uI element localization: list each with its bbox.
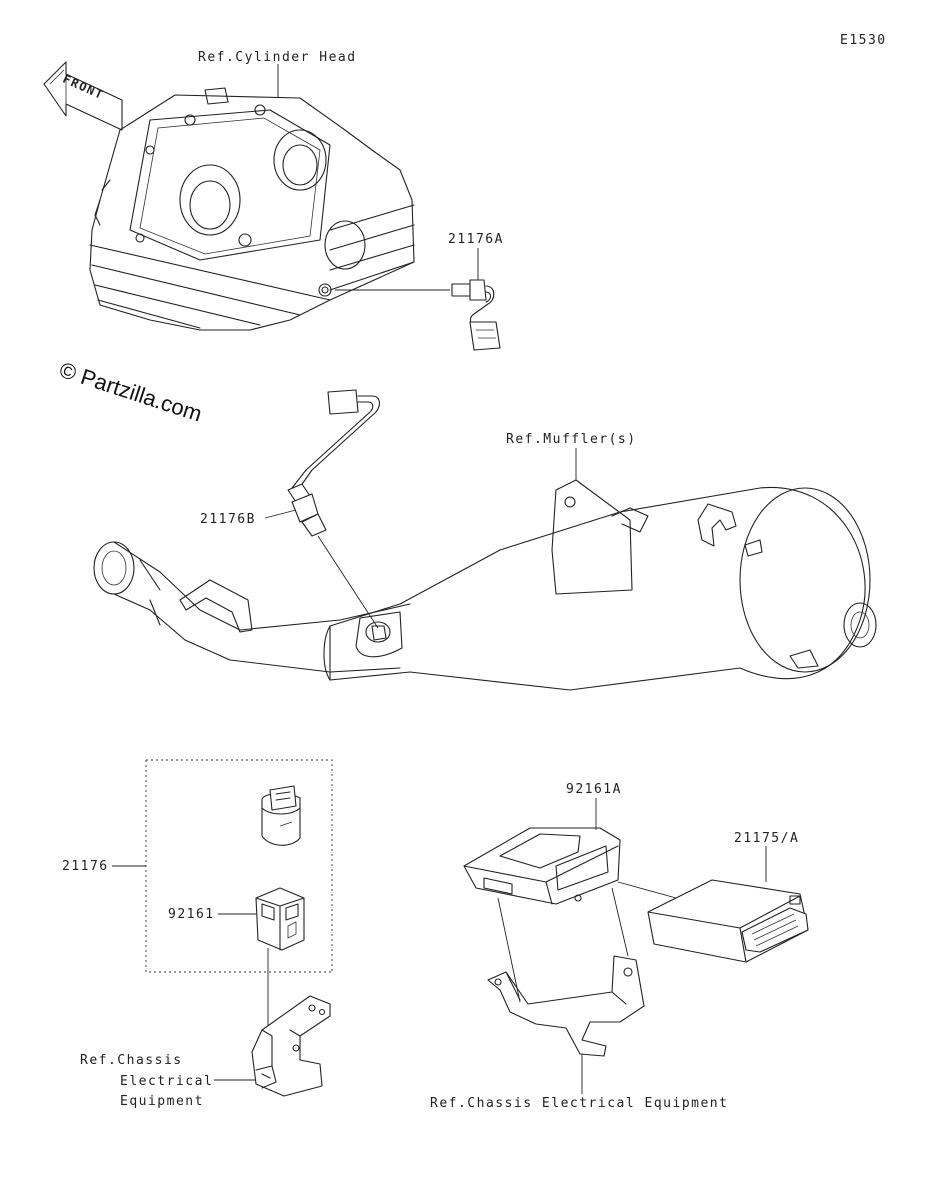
label-21175A: 21175/A: [734, 831, 799, 846]
group-bracket-21176: [145, 759, 333, 973]
leader-21176B-muffler: [317, 535, 379, 629]
label-ref-chassis-line3: Equipment: [120, 1094, 204, 1109]
label-21176B: 21176B: [200, 512, 256, 527]
leader-holder-bracket-right: [611, 887, 629, 957]
sensor-21176B: [287, 389, 381, 537]
label-ref-mufflers: Ref.Muffler(s): [506, 432, 637, 447]
label-ref-cylinder-head: Ref.Cylinder Head: [198, 50, 357, 65]
sensor-21176A: [451, 279, 501, 351]
label-21176A: 21176A: [448, 232, 504, 247]
label-21176: 21176: [62, 859, 109, 874]
muffler: [93, 479, 877, 691]
ecu-21175A: [647, 879, 809, 963]
chassis-bracket-right: [487, 955, 645, 1057]
cylinder-head: [89, 87, 415, 331]
ecu-holder-92161A: [463, 827, 621, 905]
label-ref-chassis-full: Ref.Chassis Electrical Equipment: [430, 1096, 728, 1111]
label-ref-chassis-line1: Ref.Chassis: [80, 1053, 183, 1068]
leader-21176B: [264, 509, 297, 519]
watermark: © Partzilla.com: [56, 357, 205, 427]
label-92161: 92161: [168, 907, 215, 922]
leader-holder-bracket-left: [497, 897, 521, 1003]
label-92161A: 92161A: [566, 782, 622, 797]
diagram-code: E1530: [840, 33, 887, 48]
leader-ecu-to-holder: [617, 881, 677, 899]
chassis-bracket-left: [251, 995, 331, 1097]
front-arrow-icon: FRONT: [43, 61, 123, 131]
connector-92161: [255, 887, 305, 951]
connector-21176: [261, 785, 301, 846]
label-ref-chassis-line2: Electrical: [120, 1074, 213, 1089]
